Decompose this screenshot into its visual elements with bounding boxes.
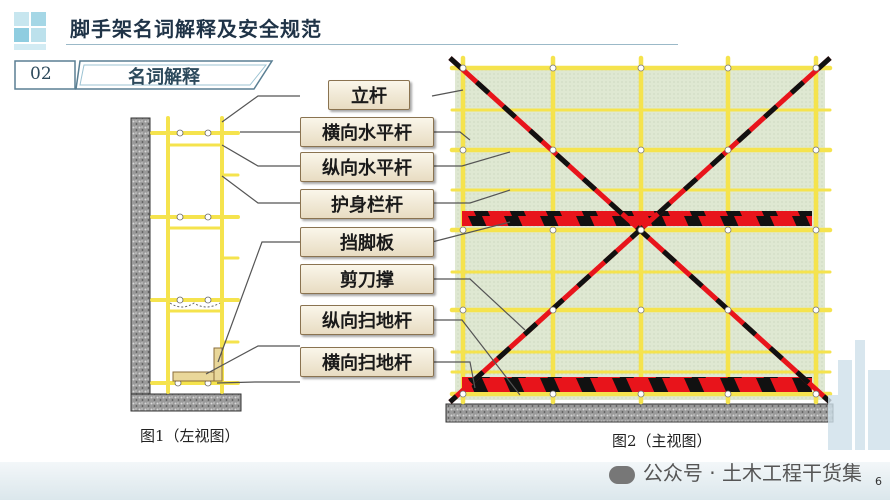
page-title: 脚手架名词解释及安全规范 bbox=[70, 17, 322, 41]
section-title: 名词解释 bbox=[128, 67, 200, 88]
leader-lines bbox=[205, 89, 526, 396]
skyline-decoration bbox=[828, 340, 890, 450]
label-transverse-sweep-bar: 横向扫地杆 bbox=[300, 347, 434, 377]
caption-figure-2: 图2（主视图） bbox=[612, 432, 712, 450]
label-longitudinal-horizontal-bar: 纵向水平杆 bbox=[300, 152, 434, 182]
caption-figure-1: 图1（左视图） bbox=[140, 427, 240, 445]
label-transverse-horizontal-bar: 横向水平杆 bbox=[300, 117, 434, 147]
label-scissor-brace: 剪刀撑 bbox=[300, 264, 434, 294]
watermark-text: 公众号 · 土木工程干货集 bbox=[642, 461, 862, 485]
page-number: 6 bbox=[875, 475, 882, 488]
front-view-figure bbox=[445, 55, 834, 423]
section-badge bbox=[14, 60, 274, 90]
footer-band bbox=[0, 462, 890, 500]
label-vertical-pole: 立杆 bbox=[328, 80, 410, 110]
label-guard-rail: 护身栏杆 bbox=[300, 189, 434, 219]
label-toe-board: 挡脚板 bbox=[300, 227, 434, 257]
wechat-icon bbox=[608, 465, 635, 484]
title-divider bbox=[66, 44, 678, 45]
side-view-figure bbox=[130, 116, 242, 412]
logo bbox=[14, 12, 48, 54]
label-longitudinal-sweep-bar: 纵向扫地杆 bbox=[300, 305, 434, 335]
watermark: 公众号 · 土木工程干货集 bbox=[608, 457, 862, 486]
section-number: 02 bbox=[30, 64, 52, 84]
